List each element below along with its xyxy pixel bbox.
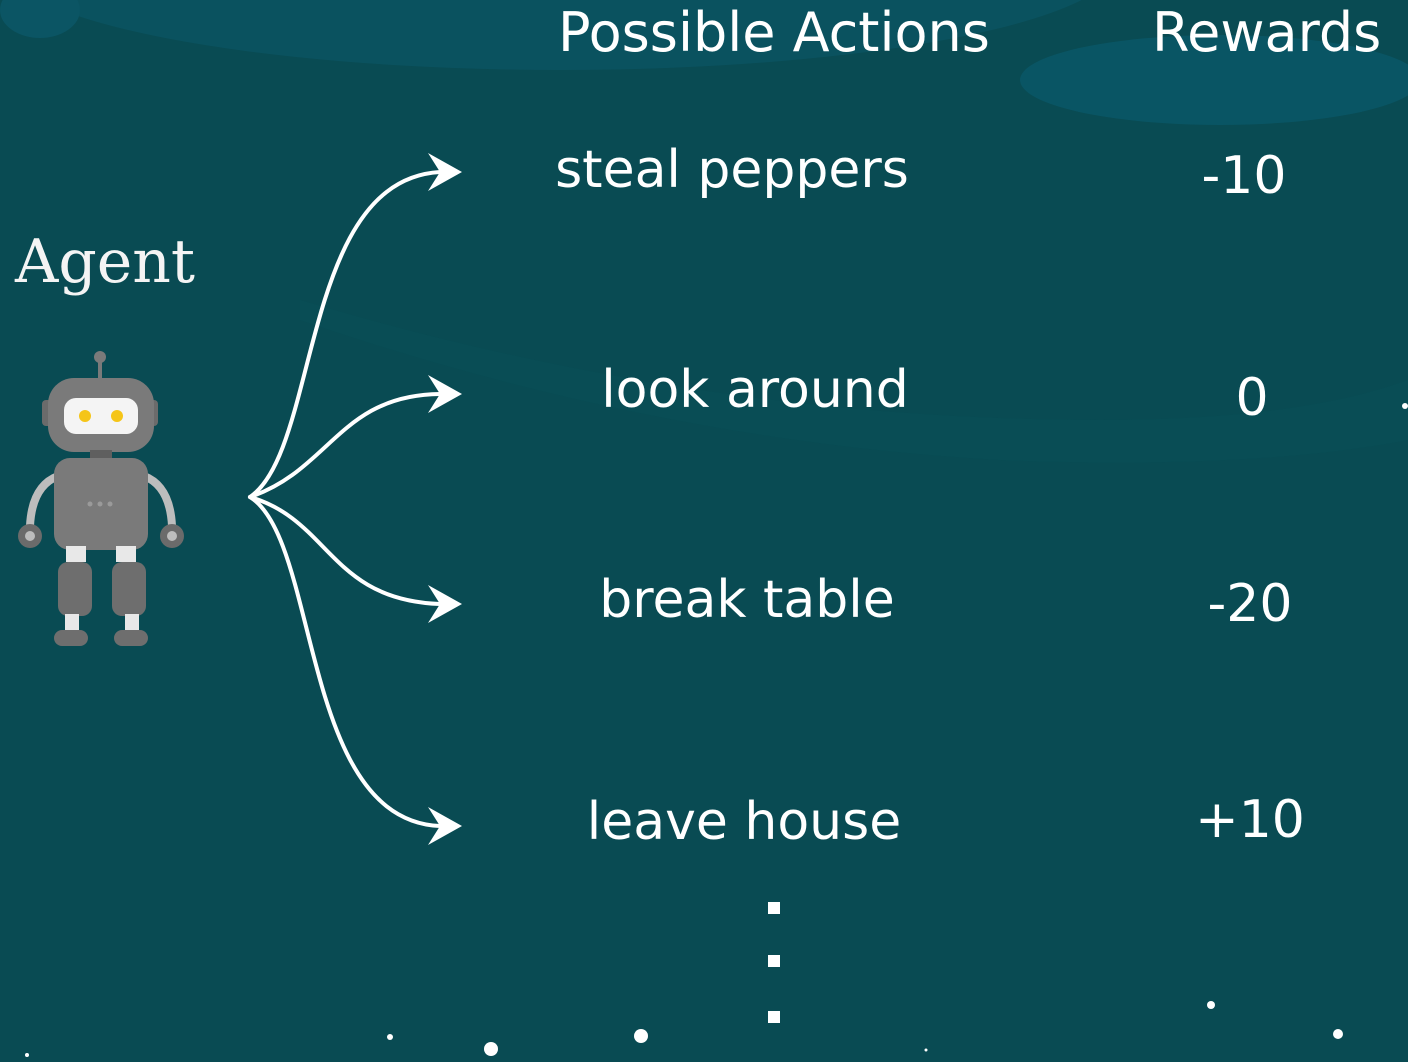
arrowhead-1 xyxy=(428,153,462,191)
arrow-to-action-4 xyxy=(248,495,442,828)
robot-icon xyxy=(18,351,184,646)
arrow-to-action-1 xyxy=(248,170,442,499)
rewards-header: Rewards xyxy=(1152,1,1382,64)
reward-value: 0 xyxy=(1235,368,1269,428)
arrowhead-2 xyxy=(428,375,462,413)
ellipsis-dot xyxy=(768,1011,780,1023)
arrow-to-action-3 xyxy=(248,495,442,606)
reward-value: -20 xyxy=(1207,574,1293,634)
arrow-to-action-2 xyxy=(248,392,442,499)
action-label: steal peppers xyxy=(555,140,909,200)
ellipsis-dot xyxy=(768,955,780,967)
agent-label: Agent xyxy=(15,227,195,297)
action-label: leave house xyxy=(586,792,902,852)
action-label: break table xyxy=(599,570,895,630)
reward-value: +10 xyxy=(1195,790,1305,850)
action-label: look around xyxy=(601,360,909,420)
arrowhead-4 xyxy=(428,807,462,845)
ellipsis-dot xyxy=(768,902,780,914)
possible-actions-header: Possible Actions xyxy=(558,1,990,64)
reward-value: -10 xyxy=(1201,146,1287,206)
arrowhead-3 xyxy=(428,585,462,623)
